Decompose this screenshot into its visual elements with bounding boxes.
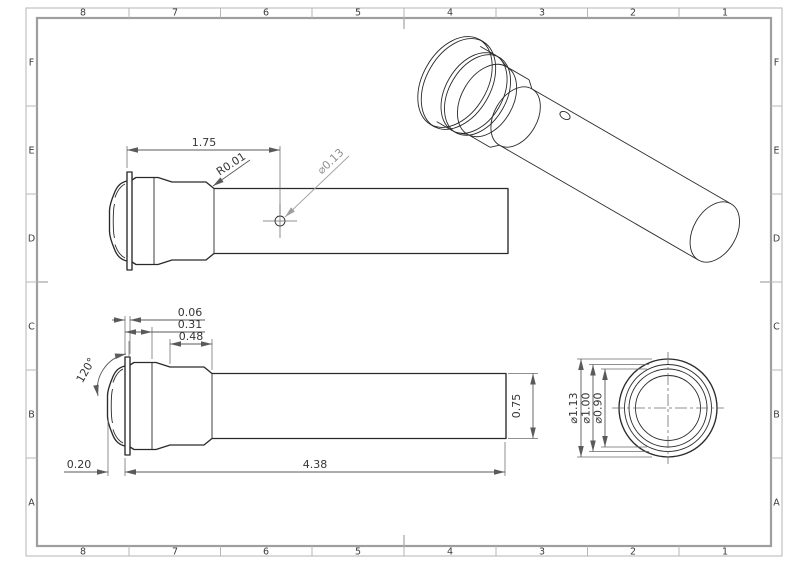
grid-col-label: 4 [447,8,453,19]
grid-col-label: 3 [539,8,545,19]
grid-row-label: F [774,57,779,68]
grid-col-label: 8 [80,8,86,19]
dim-shaft-diameter: 0.75 [510,394,523,419]
pin-flange [124,356,131,456]
grid-col-label: 2 [630,8,636,19]
pin-flange [126,171,133,271]
grid-col-label: 5 [355,547,361,558]
grid-row-label: D [28,233,35,244]
grid-row-label: B [28,409,35,420]
grid-row-label: F [29,57,34,68]
dim-overall-length: 4.38 [303,458,328,471]
grid-row-label: B [773,409,780,420]
end-view: ⌀1.13 ⌀1.00 ⌀0.90 [567,352,724,464]
isometric-view [417,36,740,263]
dim-tip-protrusion: 0.20 [67,458,92,471]
grid-col-label: 3 [539,547,545,558]
grid-row-label: E [773,145,779,156]
dim-middle-diameter: ⌀1.00 [580,392,593,423]
dim-length-to-hole: 1.75 [192,136,217,149]
front-view: 1.75 R0.01 ⌀0.13 [108,136,509,271]
grid-col-label: 2 [630,547,636,558]
dim-fillet-radius: R0.01 [214,150,248,178]
grid-row-label: A [28,497,35,508]
grid-row-label: D [773,233,780,244]
grid-row-label: C [28,321,35,332]
pin-body-outline [129,361,507,451]
grid-col-label: 6 [263,547,269,558]
grid-row-label: C [773,321,780,332]
pin-tip-dome [108,180,128,262]
grid-col-label: 6 [263,8,269,19]
shaft-end-face [689,201,740,263]
dim-head-first-step: 0.31 [178,318,203,331]
dim-head-second-step: 0.48 [179,330,204,343]
grid-row-label: A [773,497,780,508]
grid-col-label: 1 [722,8,728,19]
pin-tip-dome [106,365,126,447]
grid-col-label: 5 [355,8,361,19]
dim-tip-cone-angle: 120° [74,356,99,385]
pin-body-outline [131,176,509,266]
dim-hole-diameter: ⌀0.13 [315,146,347,177]
grid-col-label: 1 [722,547,728,558]
iso-cross-hole [559,110,571,121]
border-center-ticks [37,18,771,546]
dim-flange-thickness: 0.06 [178,306,203,319]
grid-col-label: 4 [447,547,453,558]
grid-col-label: 7 [172,547,178,558]
dim-outer-diameter: ⌀1.13 [567,392,580,423]
grid-row-label: E [28,145,34,156]
sheet-border [25,7,783,557]
grid-col-label: 7 [172,8,178,19]
grid-col-label: 8 [80,547,86,558]
profile-view: 0.06 0.31 0.48 120° 0.20 4.38 0.75 [64,306,538,476]
dim-inner-diameter: ⌀0.90 [592,392,605,423]
grid-labels: 8 7 6 5 4 3 2 1 8 7 6 5 4 3 2 1 F E D C … [28,8,780,558]
